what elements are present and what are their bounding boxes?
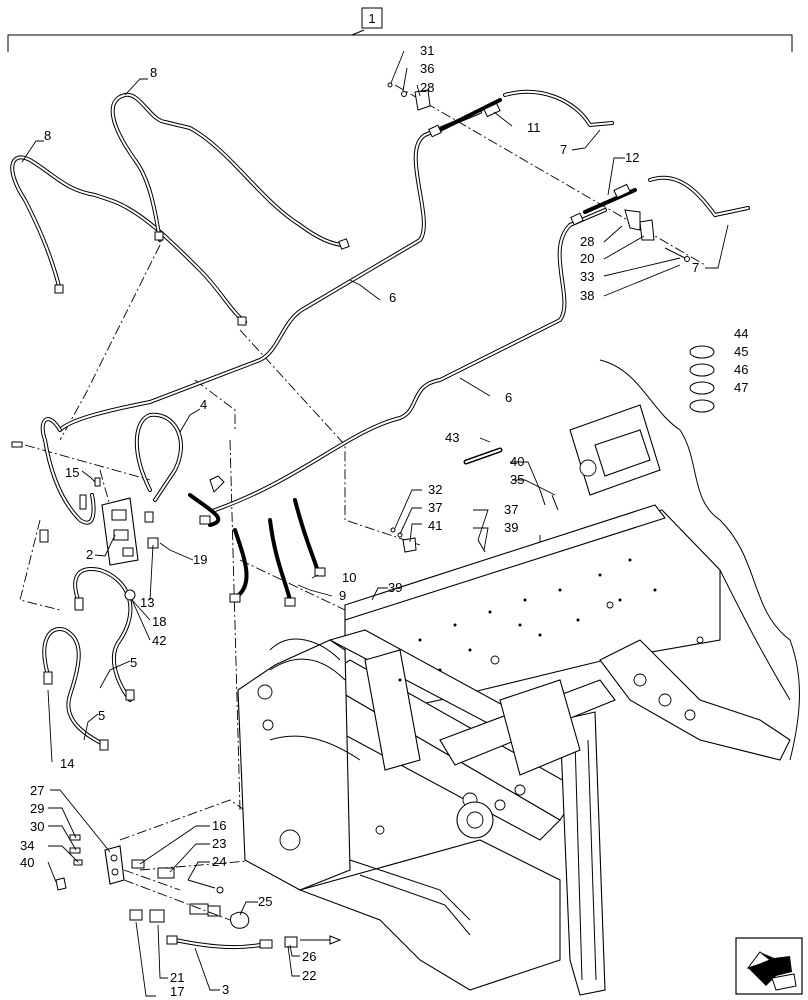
callout-39b: 39 bbox=[388, 580, 402, 595]
callout-23: 23 bbox=[212, 836, 226, 851]
callout-7: 7 bbox=[560, 142, 567, 157]
callout-12: 12 bbox=[625, 150, 639, 165]
header-frame bbox=[237, 359, 800, 996]
callout-42: 42 bbox=[152, 633, 166, 648]
callout-8: 8 bbox=[150, 65, 157, 80]
callout-30: 30 bbox=[30, 819, 44, 834]
callout-15: 15 bbox=[65, 465, 79, 480]
callout-43: 43 bbox=[445, 430, 459, 445]
hoses bbox=[10, 89, 750, 950]
callout-8b: 8 bbox=[44, 128, 51, 143]
callout-17: 17 bbox=[170, 984, 184, 999]
callout-41: 41 bbox=[428, 518, 442, 533]
clamp-parts-top bbox=[387, 82, 690, 262]
callout-47: 47 bbox=[734, 380, 748, 395]
callout-6: 6 bbox=[389, 290, 396, 305]
callout-24: 24 bbox=[212, 854, 226, 869]
hose-5-lower bbox=[42, 627, 107, 747]
callout-36: 36 bbox=[420, 61, 434, 76]
callout-10: 10 bbox=[342, 570, 356, 585]
callout-35: 35 bbox=[510, 472, 524, 487]
callout-33: 33 bbox=[580, 269, 594, 284]
callout-13: 13 bbox=[140, 595, 154, 610]
hose-7-upper bbox=[503, 89, 614, 127]
callout-18: 18 bbox=[152, 614, 166, 629]
callout-29: 29 bbox=[30, 801, 44, 816]
callout-2: 2 bbox=[86, 547, 93, 562]
callout-22: 22 bbox=[302, 968, 316, 983]
callout-19: 19 bbox=[193, 552, 207, 567]
leader-lines bbox=[21, 50, 729, 997]
hose-6-lower bbox=[213, 208, 607, 512]
callout-26: 26 bbox=[302, 949, 316, 964]
callout-46: 46 bbox=[734, 362, 748, 377]
callout-40b: 40 bbox=[20, 855, 34, 870]
callout-5b: 5 bbox=[98, 708, 105, 723]
callout-27: 27 bbox=[30, 783, 44, 798]
callout-37b: 37 bbox=[504, 502, 518, 517]
bottom-bracket bbox=[55, 834, 342, 945]
callout-4: 4 bbox=[200, 397, 207, 412]
assembly-ref-label: 1 bbox=[368, 11, 375, 26]
callout-28b: 28 bbox=[580, 234, 594, 249]
valve-block bbox=[11, 441, 225, 601]
callout-39: 39 bbox=[504, 520, 518, 535]
callout-7b: 7 bbox=[692, 260, 699, 275]
callout-38: 38 bbox=[580, 288, 594, 303]
callout-37: 37 bbox=[428, 500, 442, 515]
callout-21: 21 bbox=[170, 970, 184, 985]
callout-14: 14 bbox=[60, 756, 74, 771]
hose-5-upper bbox=[73, 567, 133, 702]
callout-5: 5 bbox=[130, 655, 137, 670]
hose-6-upper bbox=[58, 110, 482, 432]
turn-page-arrow-icon[interactable] bbox=[735, 937, 803, 995]
callout-20: 20 bbox=[580, 251, 594, 266]
o-rings bbox=[689, 345, 715, 413]
callout-34: 34 bbox=[20, 838, 34, 853]
callout-31: 31 bbox=[420, 43, 434, 58]
callout-45: 45 bbox=[734, 344, 748, 359]
callout-6b: 6 bbox=[505, 390, 512, 405]
callout-11: 11 bbox=[527, 120, 541, 135]
callout-3: 3 bbox=[222, 982, 229, 997]
callout-40: 40 bbox=[510, 454, 524, 469]
assembly-bracket: 1 bbox=[7, 7, 793, 52]
callout-labels: 31 36 28 11 7 12 28 20 33 38 7 8 8 6 6 4… bbox=[20, 43, 748, 999]
callout-44: 44 bbox=[734, 326, 748, 341]
hose-8-left bbox=[10, 155, 247, 324]
pin-43 bbox=[463, 447, 503, 465]
callout-9: 9 bbox=[339, 588, 346, 603]
callout-25: 25 bbox=[258, 894, 272, 909]
callout-16: 16 bbox=[212, 818, 226, 833]
callout-28: 28 bbox=[420, 80, 434, 95]
callout-32: 32 bbox=[428, 482, 442, 497]
